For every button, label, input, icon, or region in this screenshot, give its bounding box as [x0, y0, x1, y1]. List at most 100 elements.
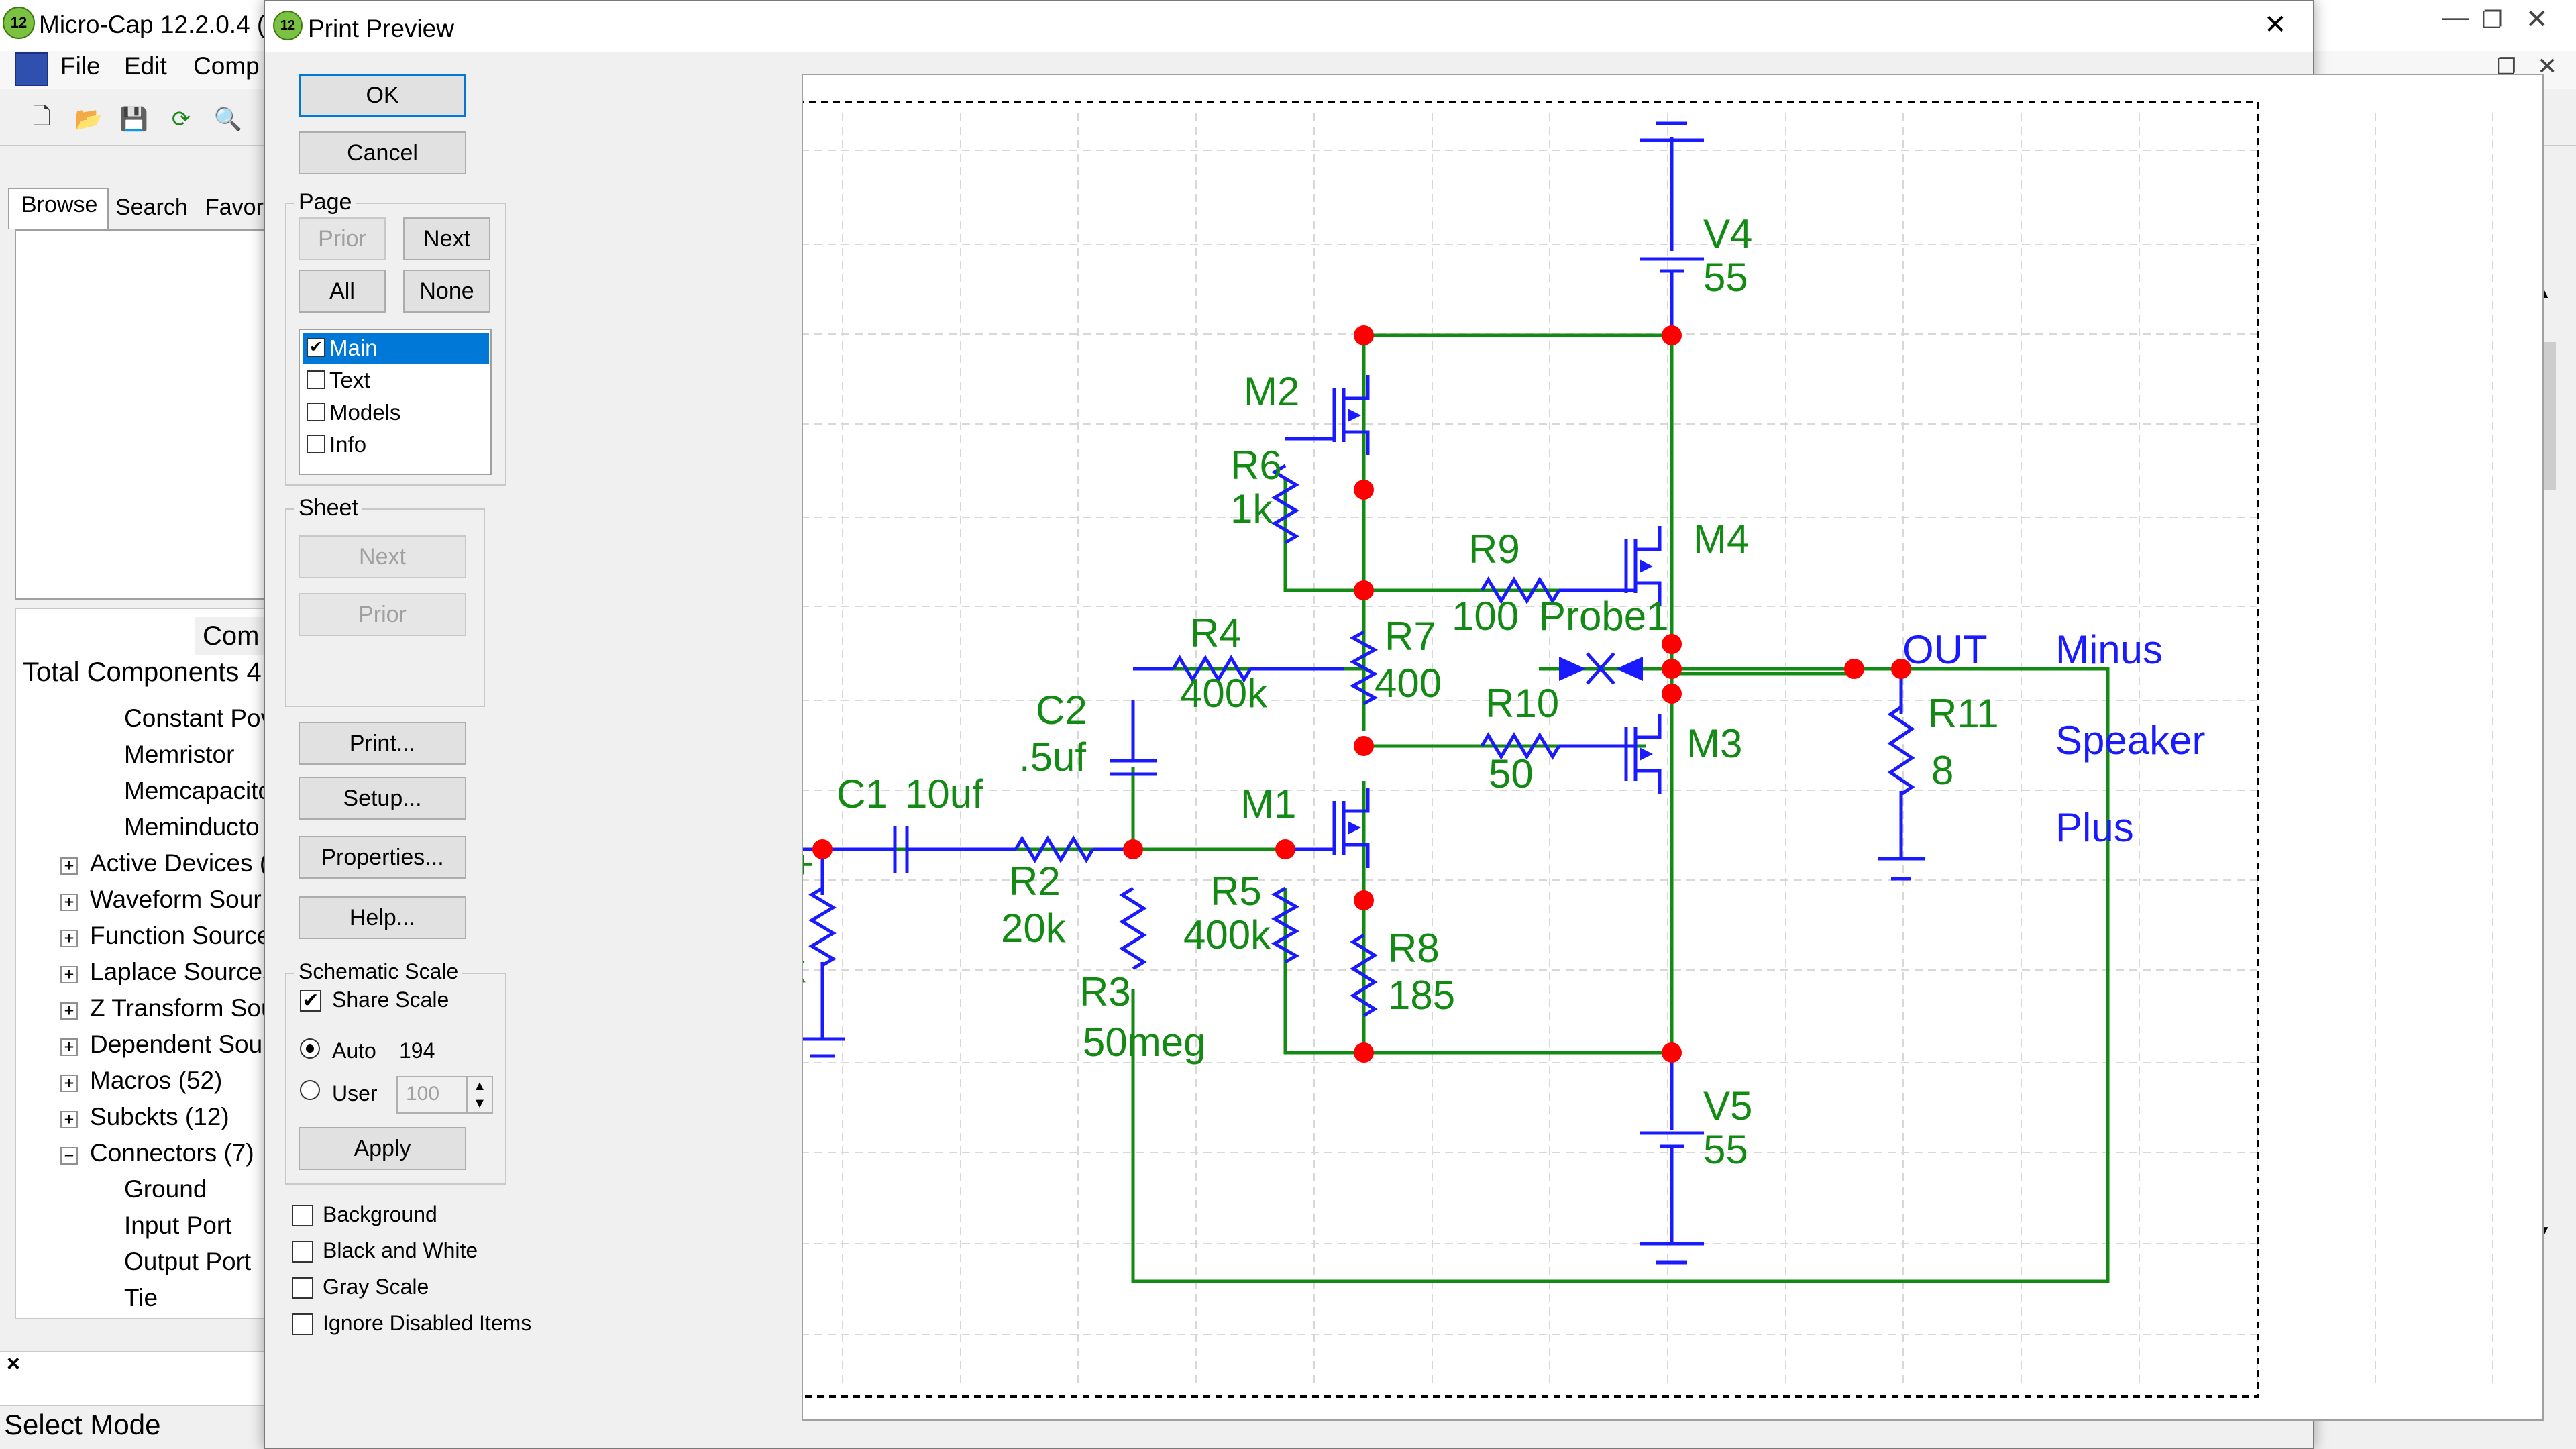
tree-item[interactable]: Constant Pov	[124, 704, 274, 732]
window-close-icon[interactable]: ✕	[2526, 5, 2548, 34]
page-none-button[interactable]: None	[403, 270, 490, 313]
user-scale-value: 100	[406, 1083, 440, 1105]
schematic-label: 8	[1931, 748, 1953, 793]
user-scale-stepper-icon[interactable]: ▲▼	[466, 1076, 493, 1114]
page-all-button[interactable]: All	[299, 270, 386, 313]
menu-edit[interactable]: Edit	[124, 52, 167, 80]
tree-item[interactable]: Function Source	[90, 922, 271, 949]
page-prior-button[interactable]: Prior	[299, 217, 386, 260]
option-checkbox[interactable]	[292, 1205, 313, 1226]
schematic-label: OUT	[1902, 627, 1988, 672]
app-logo-icon: 12	[3, 7, 35, 39]
expand-plus-icon[interactable]: +	[60, 930, 78, 947]
schematic-preview: V3C110ufR120kR220kC2.5ufR350megR4400kR54…	[803, 101, 2493, 1398]
option-checkbox[interactable]	[292, 1313, 313, 1335]
expand-plus-icon[interactable]: +	[60, 966, 78, 983]
tree-item[interactable]: Z Transform Sou	[90, 994, 275, 1022]
page-list-item[interactable]: Main	[329, 335, 378, 360]
page-next-button[interactable]: Next	[403, 217, 490, 260]
tree-item[interactable]: Memcapacito	[124, 777, 272, 804]
schematic-label: R4	[1190, 610, 1242, 655]
tree-item[interactable]: Tie	[124, 1284, 158, 1311]
auto-label: Auto	[332, 1038, 376, 1063]
preview-area[interactable]: V3C110ufR120kR220kC2.5ufR350megR4400kR54…	[802, 74, 2544, 1421]
tree-item[interactable]: Connectors (7)	[90, 1139, 254, 1167]
setup-button[interactable]: Setup...	[299, 777, 466, 820]
window-minimize-icon[interactable]: —	[2442, 3, 2469, 32]
schematic-label: 20k	[1001, 906, 1067, 951]
schematic-label: 400	[1375, 661, 1442, 706]
expand-plus-icon[interactable]: +	[60, 1038, 78, 1056]
dialog-close-icon[interactable]: ✕	[2264, 10, 2287, 40]
schematic-label: 55	[1703, 255, 1748, 300]
menu-component[interactable]: Comp	[193, 52, 260, 80]
page-list-item[interactable]: Text	[329, 368, 370, 392]
tree-item[interactable]: Macros (52)	[90, 1067, 223, 1094]
tree-item[interactable]: Memristor	[124, 741, 235, 768]
sheet-prior-button[interactable]: Prior	[299, 593, 466, 636]
schematic-label: 400k	[1180, 671, 1268, 716]
tree-item[interactable]: Ground	[124, 1175, 207, 1203]
tree-item[interactable]: Active Devices (2	[90, 849, 282, 877]
user-radio[interactable]	[300, 1080, 320, 1100]
open-folder-icon[interactable]: 📂	[74, 107, 103, 132]
tree-item[interactable]: Waveform Sour	[90, 885, 262, 913]
share-scale-checkbox[interactable]: ✔	[300, 990, 321, 1012]
tab-favorites[interactable]: Favor	[205, 195, 264, 220]
tree-item[interactable]: Meminducto	[124, 813, 260, 841]
cancel-button[interactable]: Cancel	[299, 131, 466, 174]
properties-button[interactable]: Properties...	[299, 836, 466, 879]
probe-arrow	[1616, 657, 1643, 681]
save-icon[interactable]: 💾	[119, 107, 149, 132]
mosfet-arrow	[1348, 821, 1361, 835]
tree-item[interactable]: Input Port	[124, 1212, 232, 1239]
page-list-item[interactable]: Info	[329, 432, 367, 457]
document-icon[interactable]	[15, 52, 48, 86]
node-dot	[1662, 634, 1682, 654]
schematic-note: Minus	[2055, 627, 2163, 672]
expand-plus-icon[interactable]: +	[60, 1075, 78, 1092]
user-scale-input[interactable]	[396, 1076, 472, 1114]
apply-button[interactable]: Apply	[299, 1127, 466, 1170]
sheet-group	[285, 508, 485, 707]
app-title: Micro-Cap 12.2.0.4 (6	[39, 11, 279, 38]
tab-search[interactable]: Search	[115, 195, 188, 220]
tree-item[interactable]: Laplace Sources	[90, 958, 275, 985]
help-button[interactable]: Help...	[299, 896, 466, 939]
node-dot	[1891, 659, 1911, 679]
schematic-label: +	[803, 842, 814, 887]
tree-item[interactable]: Subckts (12)	[90, 1103, 229, 1130]
resistor	[1480, 576, 1561, 604]
page-list-item[interactable]: Models	[329, 400, 401, 425]
node-dot	[1354, 325, 1374, 345]
option-checkbox[interactable]	[292, 1277, 313, 1299]
new-file-icon[interactable]: 🗋	[32, 103, 51, 129]
auto-radio[interactable]	[300, 1038, 320, 1059]
expand-plus-icon[interactable]: +	[60, 894, 78, 911]
window-restore-icon[interactable]: ❐	[2482, 7, 2503, 33]
browse-panel[interactable]	[15, 229, 270, 600]
page-checkbox[interactable]	[307, 370, 325, 389]
menu-file[interactable]: File	[60, 52, 101, 80]
tree-item[interactable]: Output Port	[124, 1248, 252, 1275]
page-checkbox[interactable]	[307, 435, 325, 453]
collapse-minus-icon[interactable]: −	[60, 1147, 78, 1165]
page-checkbox[interactable]	[307, 402, 325, 421]
expand-plus-icon[interactable]: +	[60, 1002, 78, 1020]
ok-button[interactable]: OK	[299, 74, 466, 117]
resistor	[1119, 886, 1147, 971]
option-checkbox[interactable]	[292, 1241, 313, 1263]
page-checkbox[interactable]: ✔	[307, 338, 325, 357]
print-preview-icon[interactable]: 🔍	[213, 107, 243, 132]
output-close-icon[interactable]: ×	[7, 1351, 20, 1377]
print-button[interactable]: Print...	[299, 722, 466, 765]
sheet-next-button[interactable]: Next	[299, 535, 466, 578]
node-dot	[1844, 659, 1864, 679]
refresh-icon[interactable]: ⟳	[171, 107, 191, 132]
expand-plus-icon[interactable]: +	[60, 1111, 78, 1128]
tree-item[interactable]: Dependent Sour	[90, 1030, 271, 1058]
expand-plus-icon[interactable]: +	[60, 857, 78, 875]
tab-browse[interactable]	[8, 188, 109, 229]
